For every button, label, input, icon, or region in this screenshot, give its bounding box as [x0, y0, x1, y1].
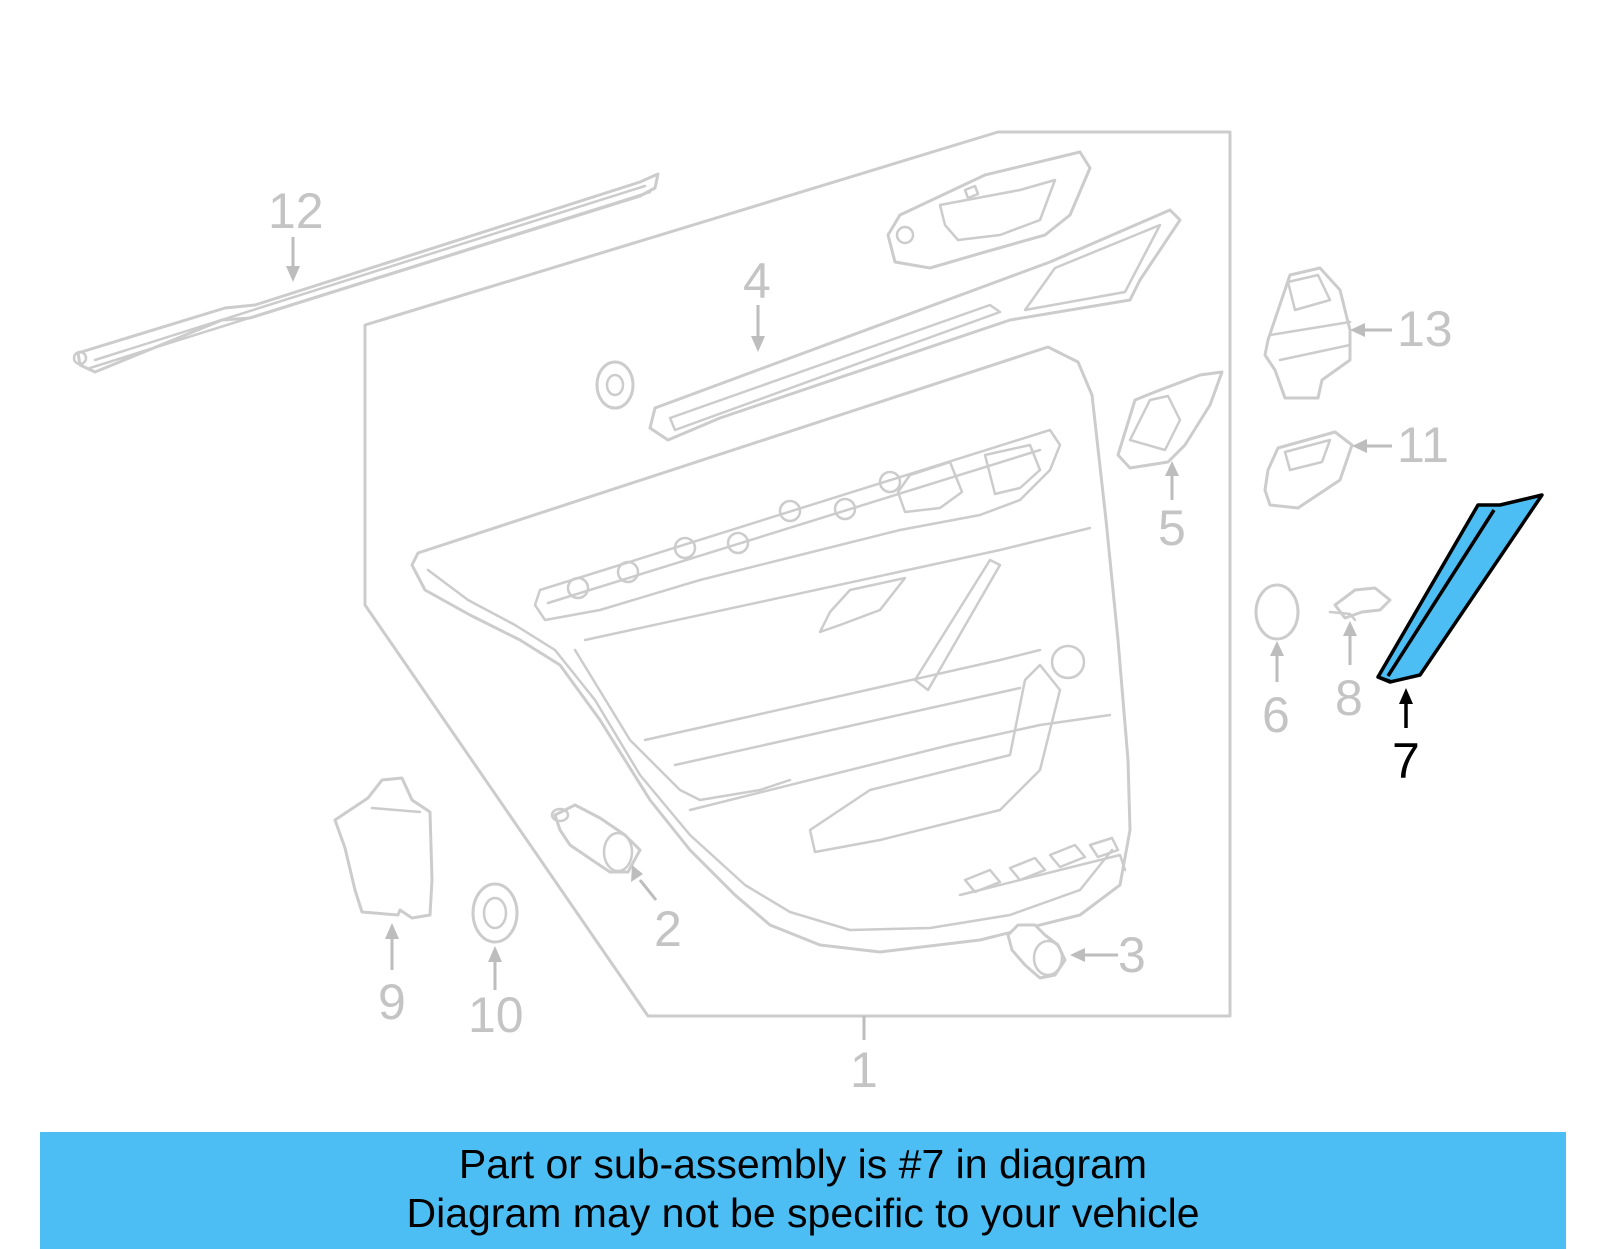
part-9-bracket — [333, 776, 434, 920]
part-2-push-clip — [550, 803, 642, 874]
callout-3: 3 — [1118, 927, 1146, 983]
info-banner: Part or sub-assembly is #7 in diagram Di… — [40, 1132, 1566, 1249]
callout-labels: 12 4 13 11 5 6 8 7 9 10 2 3 1 — [268, 183, 1453, 1098]
callout-11: 11 — [1397, 417, 1449, 473]
callout-1: 1 — [850, 1042, 878, 1098]
leader-lines — [286, 237, 1392, 1040]
part-grommet-near-4 — [595, 360, 635, 410]
callout-4: 4 — [743, 253, 771, 309]
part-5-cover — [1116, 370, 1224, 470]
part-4-trim-strip — [648, 150, 1182, 442]
part-3-fastener — [1006, 923, 1067, 980]
part-7-highlighted-molding — [1376, 493, 1544, 684]
part-12-belt-molding — [72, 172, 660, 374]
callout-12: 12 — [268, 183, 324, 239]
part-8-clip — [1328, 586, 1392, 622]
part-11-switch-bezel — [1263, 430, 1354, 510]
part-1-door-panel — [363, 130, 1232, 1018]
part-10-grommet — [471, 882, 519, 944]
callout-5: 5 — [1158, 500, 1186, 556]
callout-6: 6 — [1262, 687, 1290, 743]
leader-line-7 — [1399, 688, 1413, 728]
part-6-seal — [1254, 583, 1300, 641]
callout-8: 8 — [1335, 670, 1363, 726]
banner-line-part-number: Part or sub-assembly is #7 in diagram — [458, 1141, 1148, 1187]
part-13-window-switch — [1263, 266, 1352, 400]
banner-line-disclaimer: Diagram may not be specific to your vehi… — [406, 1190, 1200, 1236]
callout-7: 7 — [1392, 733, 1420, 789]
callout-10: 10 — [468, 987, 524, 1043]
callout-2: 2 — [654, 901, 682, 957]
callout-13: 13 — [1397, 301, 1453, 357]
callout-9: 9 — [378, 974, 406, 1030]
